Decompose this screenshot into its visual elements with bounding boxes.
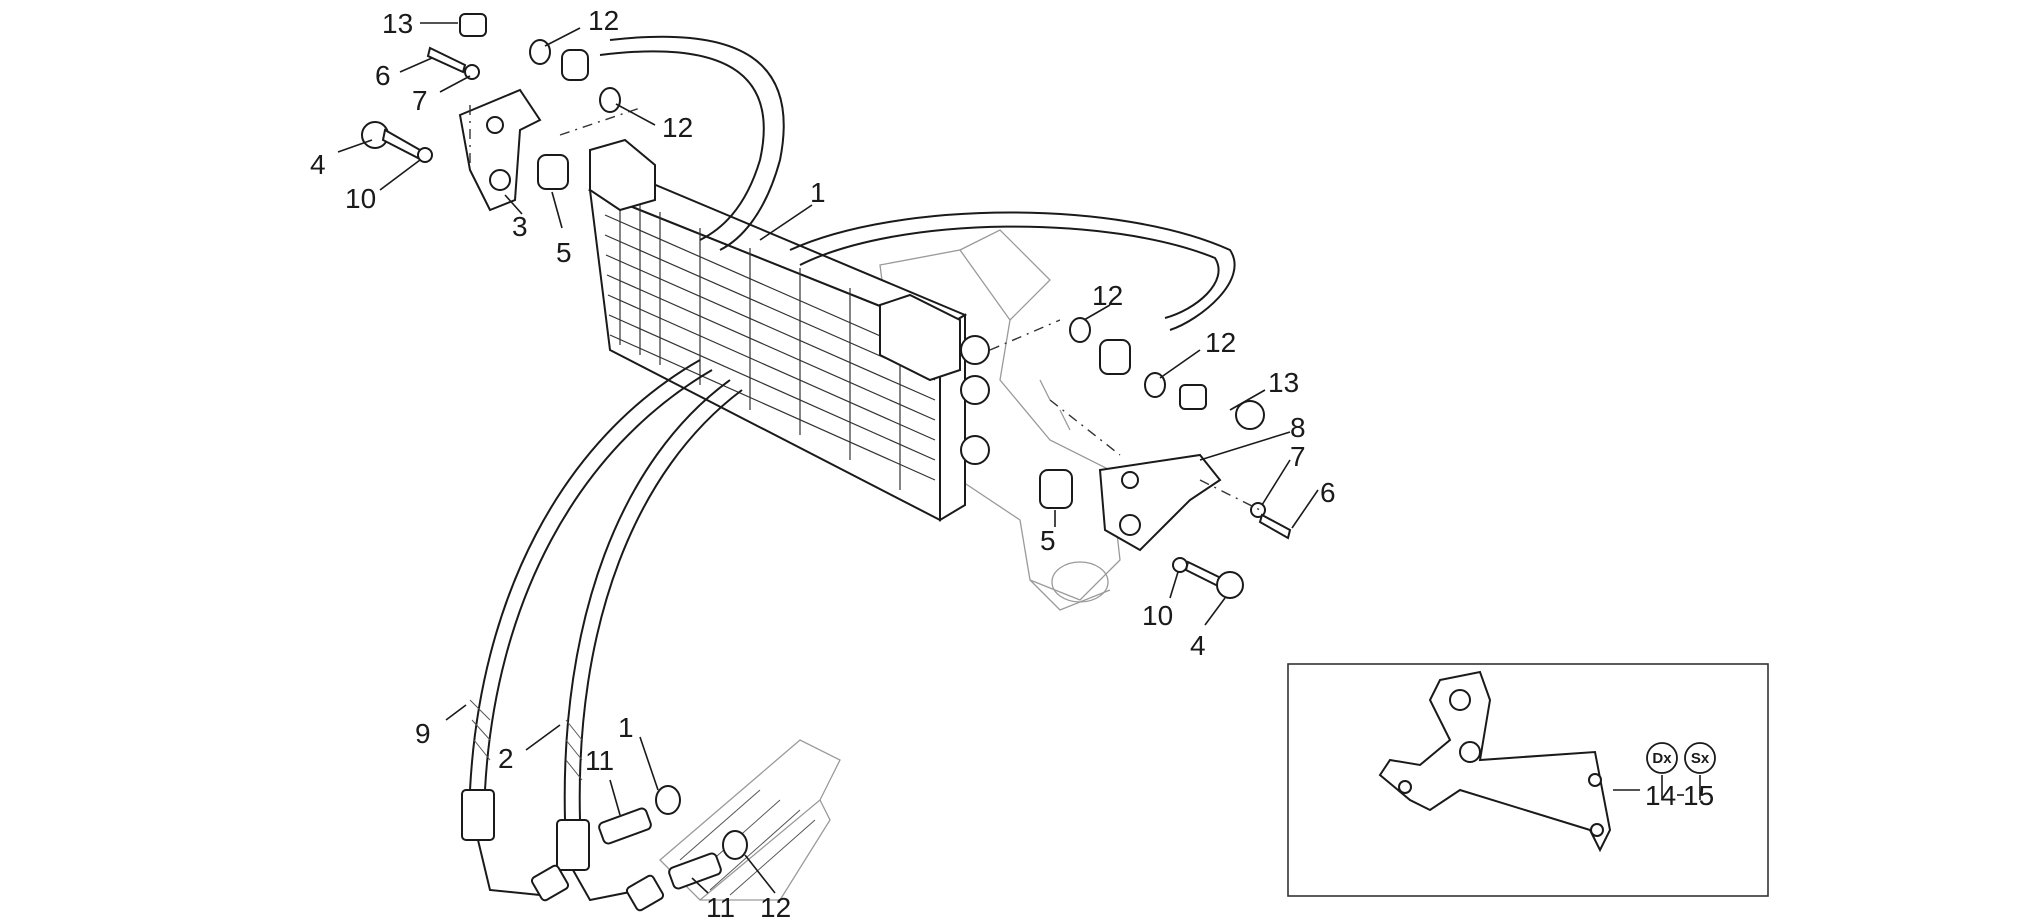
callout-12: 12 <box>1205 327 1236 358</box>
callout-1: 1 <box>618 712 634 743</box>
callout-6: 6 <box>375 60 391 91</box>
callout-5: 5 <box>1040 525 1056 556</box>
callout-6: 6 <box>1320 477 1336 508</box>
leader-lines <box>337 22 1319 894</box>
callout-14: 14 <box>1645 780 1676 811</box>
inset-box: Dx Sx 14 15 <box>1287 663 1769 897</box>
right-bracket-group <box>1039 317 1292 599</box>
callout-4: 4 <box>310 149 326 180</box>
oil-radiator <box>587 138 990 522</box>
callout-12: 12 <box>588 5 619 36</box>
badge-dx <box>1646 742 1678 774</box>
bottom-fittings <box>598 785 748 890</box>
callout-9: 9 <box>415 718 431 749</box>
callout-labels: 13 12 6 7 12 4 10 3 5 1 12 12 13 8 7 6 5… <box>310 5 1336 922</box>
upper-hose <box>599 35 1236 331</box>
callout-12: 12 <box>760 892 791 922</box>
badge-sx-label: Sx <box>1691 750 1710 767</box>
callout-10: 10 <box>1142 600 1173 631</box>
callout-2: 2 <box>498 743 514 774</box>
callout-7: 7 <box>412 85 428 116</box>
badge-dx-label: Dx <box>1652 750 1672 767</box>
callout-13: 13 <box>1268 367 1299 398</box>
callout-1: 1 <box>810 177 826 208</box>
callout-11: 11 <box>706 892 735 922</box>
callout-5: 5 <box>556 237 572 268</box>
lower-hoses <box>461 359 743 912</box>
callout-13: 13 <box>382 8 413 39</box>
callout-11: 11 <box>585 745 614 776</box>
left-bracket-group <box>361 13 621 212</box>
callout-10: 10 <box>345 183 376 214</box>
badge-sx <box>1684 742 1716 774</box>
callout-12: 12 <box>662 112 693 143</box>
callout-12: 12 <box>1092 280 1123 311</box>
assembly-axes <box>469 105 1261 511</box>
callout-4: 4 <box>1190 630 1206 661</box>
callout-3: 3 <box>512 211 528 242</box>
callout-7: 7 <box>1290 441 1306 472</box>
callout-15: 15 <box>1683 780 1714 811</box>
callout-8: 8 <box>1290 412 1306 443</box>
